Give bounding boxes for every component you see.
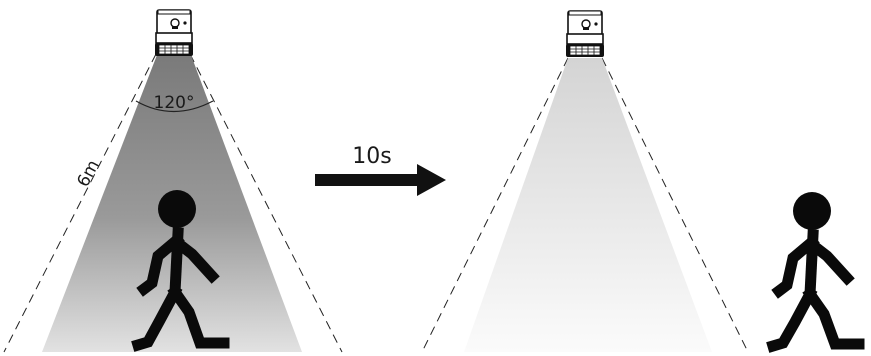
- angle-arc: [135, 100, 214, 113]
- person-walking-icon-2: [766, 192, 865, 353]
- range-line-right-2: [601, 57, 749, 353]
- arrow-right-icon: [315, 164, 446, 196]
- range-label: 6m: [73, 157, 104, 191]
- range-line-right: [189, 53, 343, 353]
- delay-arrow: 10s: [315, 144, 446, 196]
- sensor-light-icon: [155, 9, 193, 56]
- range-line-left-2: [421, 57, 569, 353]
- delay-label: 10s: [352, 144, 391, 169]
- sensor-light-icon-2: [566, 10, 604, 57]
- light-beam-dim: [464, 58, 712, 352]
- person-walking-icon: [131, 190, 230, 352]
- panel-detected: 120° 6m: [3, 9, 343, 353]
- panel-left: [421, 10, 865, 353]
- range-line-left: [3, 53, 157, 353]
- angle-label: 120°: [154, 93, 195, 113]
